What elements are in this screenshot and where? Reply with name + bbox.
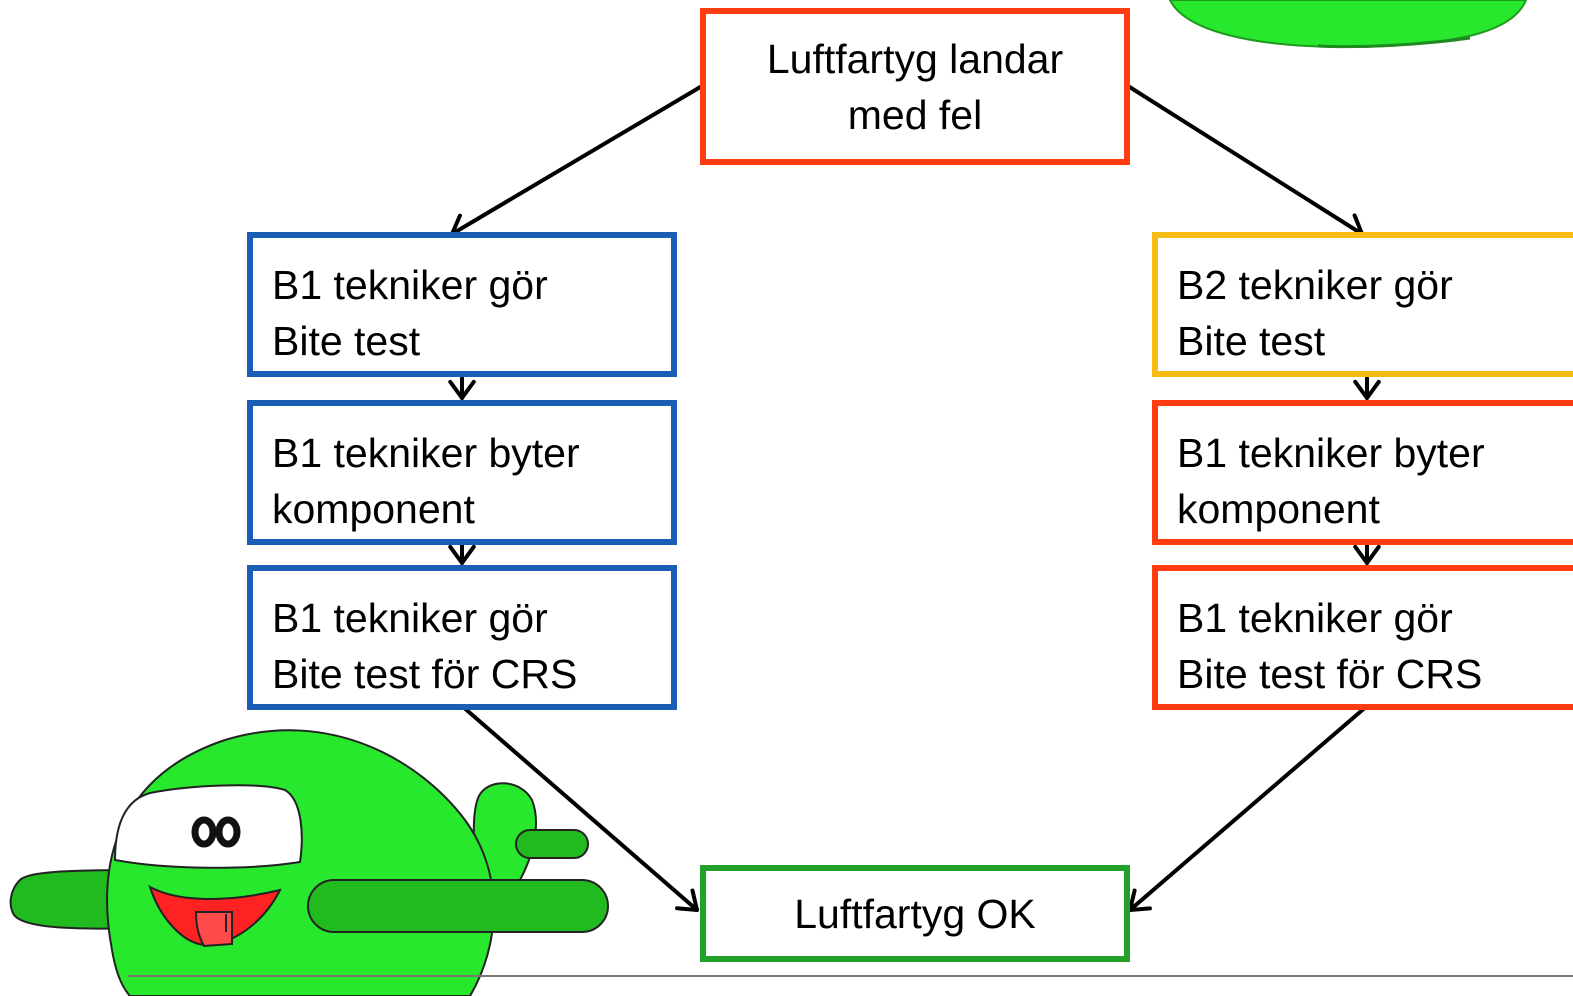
arrow-start-to-left (450, 84, 704, 236)
arrow-start-to-right (1126, 84, 1364, 236)
node-start-label: Luftfartyg landar med fel (766, 35, 1064, 138)
node-right-bite-test-crs-label: B1 tekniker gör Bite test för CRS (1177, 595, 1483, 697)
footer-divider (128, 975, 1573, 977)
arrow-left2-to-left3-head (448, 544, 476, 565)
node-start: Luftfartyg landar med fel (700, 8, 1130, 165)
arrow-right3-to-end (1128, 704, 1369, 912)
arrow-right1-to-right2-head (1353, 379, 1381, 400)
node-right-replace-component: B1 tekniker byter komponent (1152, 400, 1573, 545)
node-end: Luftfartyg OK (700, 865, 1130, 962)
node-left-bite-test-crs: B1 tekniker gör Bite test för CRS (247, 565, 677, 710)
node-left-bite-test-crs-label: B1 tekniker gör Bite test för CRS (272, 595, 578, 697)
arrow-left3-to-end (460, 704, 699, 912)
node-right-bite-test-b2-label: B2 tekniker gör Bite test (1177, 262, 1453, 364)
node-right-bite-test-b2: B2 tekniker gör Bite test (1152, 232, 1573, 377)
node-left-replace-component-label: B1 tekniker byter komponent (272, 430, 580, 532)
arrow-right3-to-end-head (1128, 888, 1152, 912)
arrow-right2-to-right3-head (1353, 544, 1381, 565)
node-right-bite-test-crs: B1 tekniker gör Bite test för CRS (1152, 565, 1573, 710)
node-left-bite-test-b1: B1 tekniker gör Bite test (247, 232, 677, 377)
node-end-label: Luftfartyg OK (794, 890, 1036, 937)
node-left-replace-component: B1 tekniker byter komponent (247, 400, 677, 545)
node-left-bite-test-b1-label: B1 tekniker gör Bite test (272, 262, 548, 364)
arrow-left1-to-left2-head (448, 379, 476, 400)
arrow-left3-to-end-head (675, 888, 699, 912)
node-right-replace-component-label: B1 tekniker byter komponent (1177, 430, 1485, 532)
